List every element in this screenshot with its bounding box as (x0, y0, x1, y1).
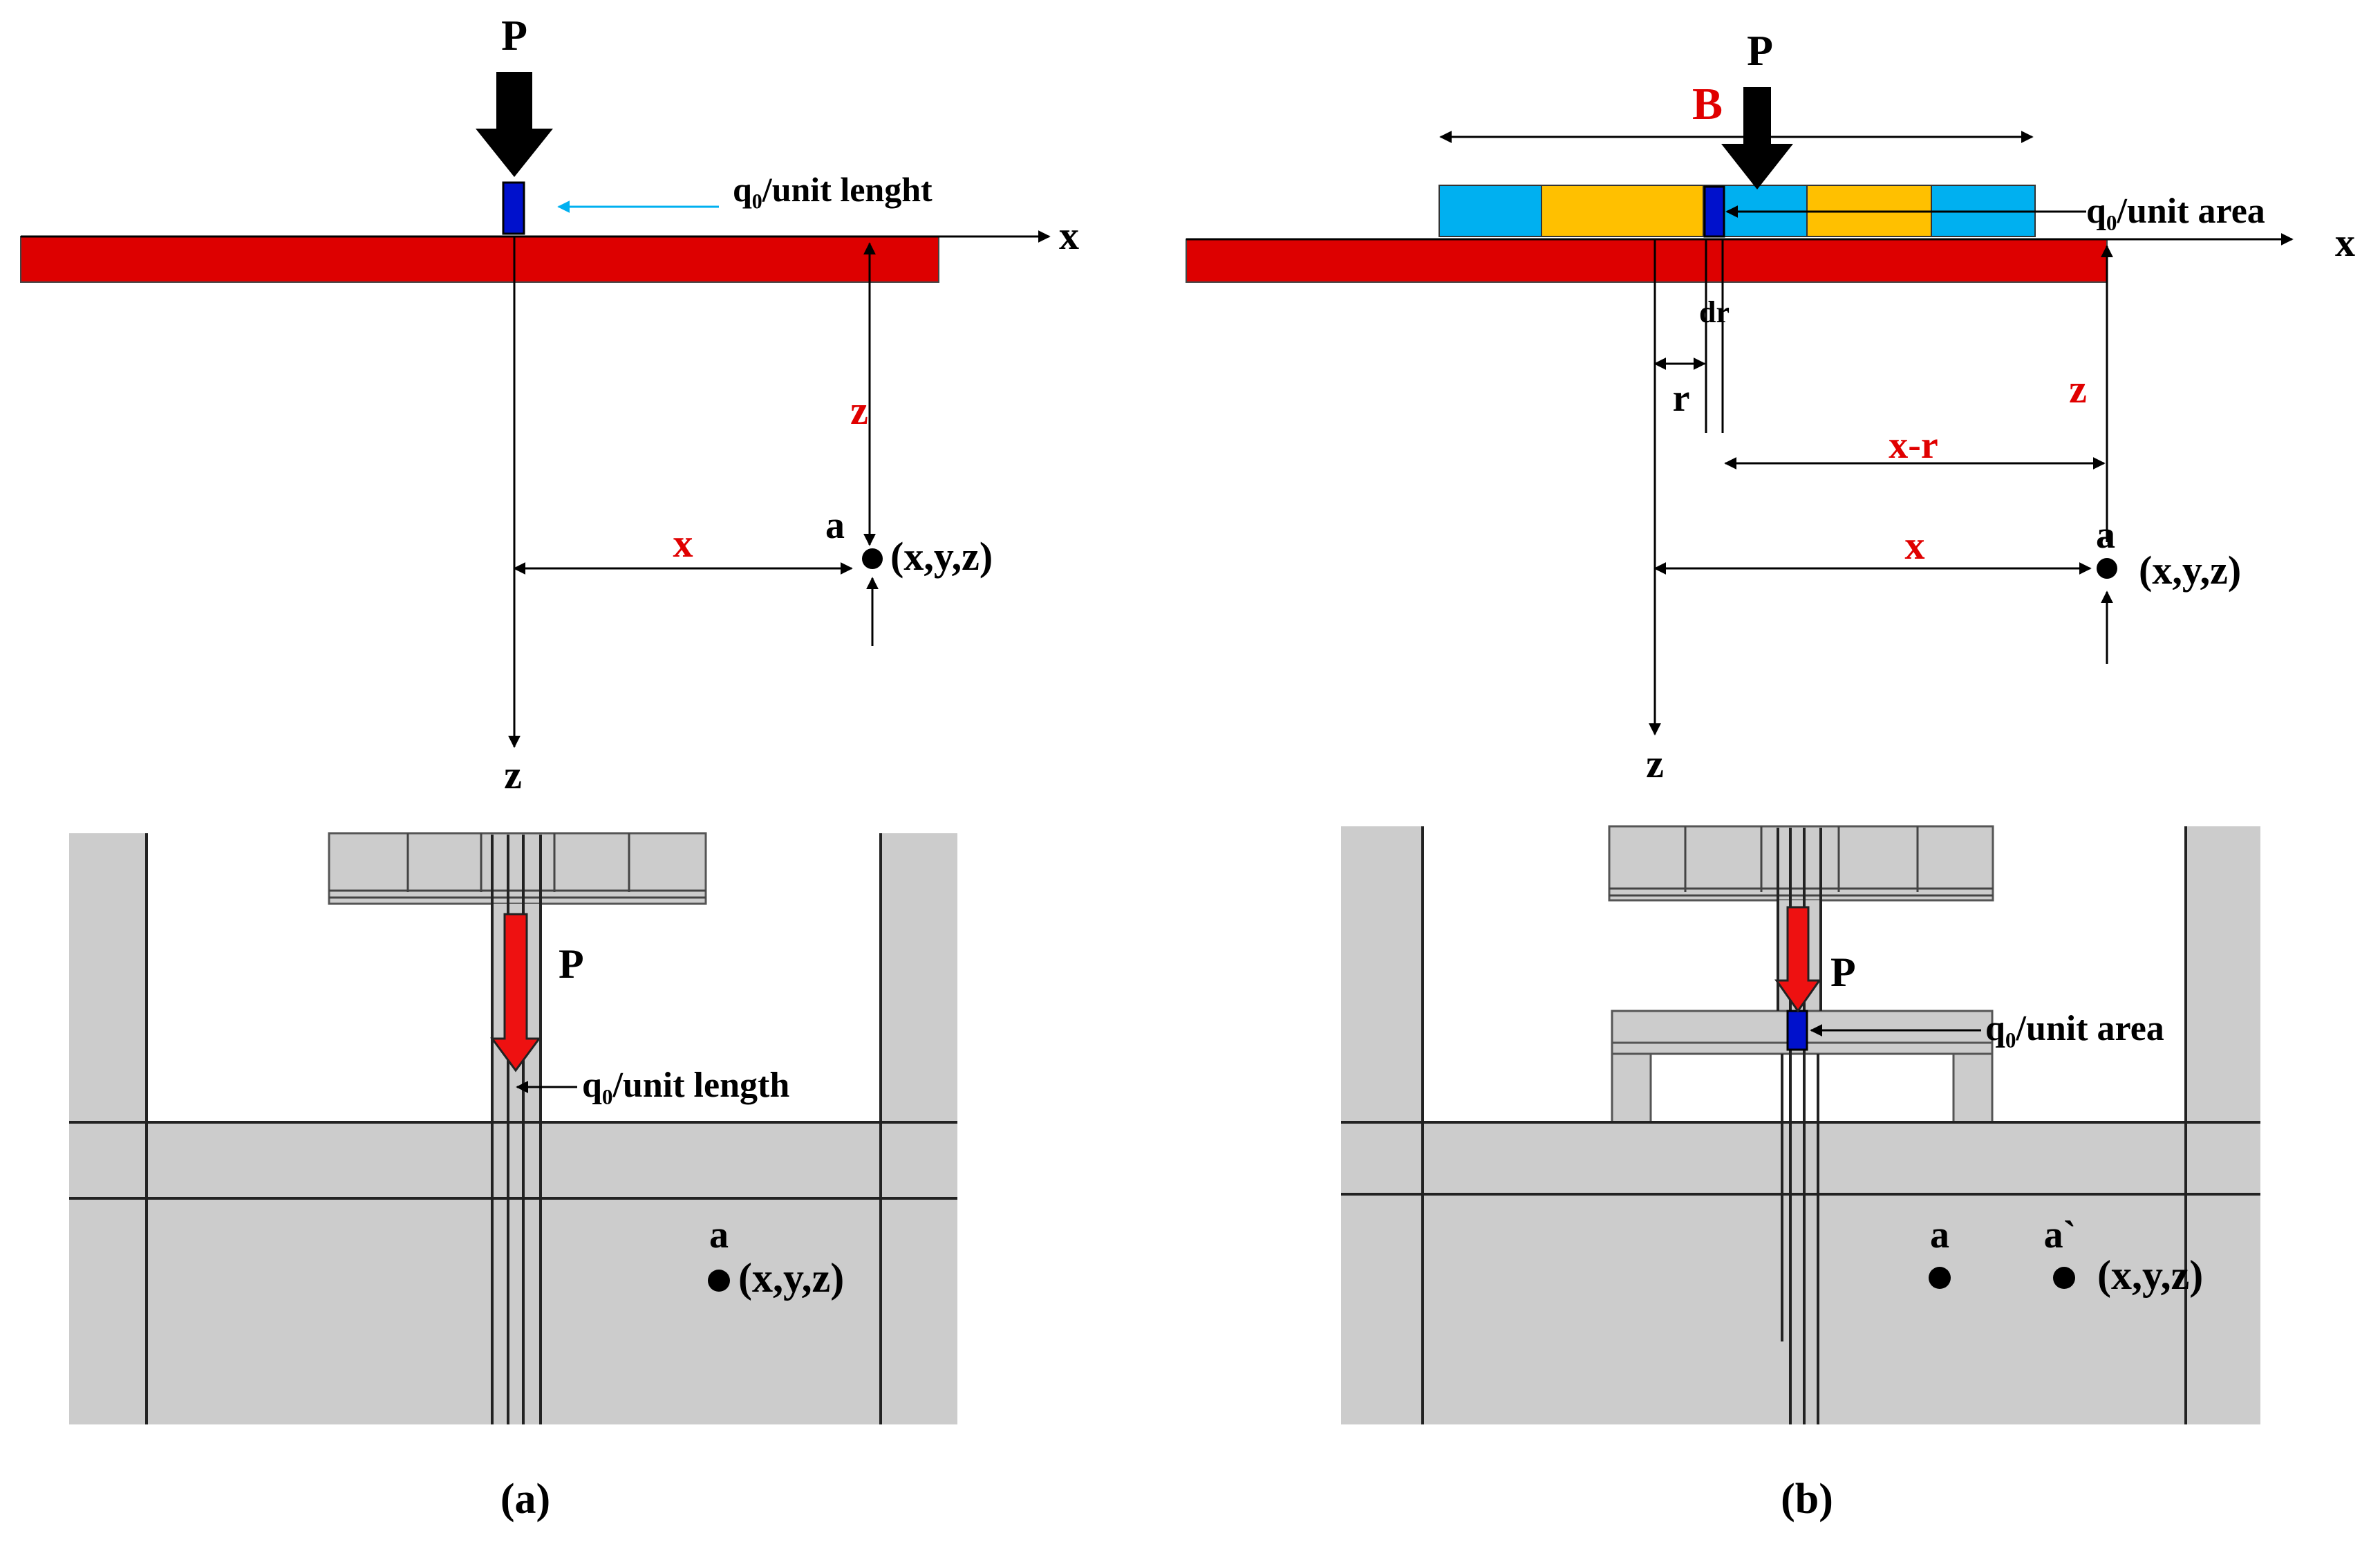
footing-leg-left (1611, 1052, 1652, 1124)
load-note: q₀/unit area (1985, 1009, 2164, 1048)
line-load-block (502, 181, 525, 235)
z-axis-label: z (504, 752, 522, 797)
point-coords: (x,y,z) (2097, 1252, 2203, 1298)
r-label: r (1673, 377, 1690, 420)
point-a-marker (1929, 1267, 1951, 1289)
point-a-coords: (x,y,z) (2139, 548, 2241, 593)
load-note: q₀/unit area (2086, 192, 2265, 231)
force-label: P (559, 941, 584, 987)
point-a-label: a (2096, 514, 2115, 557)
depth-label: z (850, 388, 868, 433)
mesh-lines (1341, 826, 2260, 1424)
x-axis-label: x (1059, 213, 1079, 258)
dr-label: dr (1699, 295, 1730, 329)
loading-plate (328, 832, 707, 905)
force-arrow (490, 913, 541, 1072)
depth-label: z (2069, 366, 2087, 411)
load-arrow (1721, 87, 1793, 189)
load-note: q₀/unit length (582, 1066, 789, 1105)
plate-mesh-lines (1609, 826, 1993, 897)
panel-b-top-diagram: P B x q₀/unit area z dr r x-r z x a (x,y… (1186, 28, 2355, 786)
footing-leg-right (1952, 1052, 1994, 1124)
load-label: P (501, 12, 527, 59)
x-minus-r-label: x-r (1889, 424, 1938, 467)
point-a-prime-marker (2053, 1267, 2075, 1289)
point-a-prime-label: a` (2044, 1214, 2077, 1256)
force-arrow (1774, 906, 1821, 1013)
plate-mesh-lines (329, 833, 706, 899)
footing-segment (1541, 185, 1704, 237)
point-a-coords: (x,y,z) (890, 534, 993, 579)
point-a-label: a (825, 504, 845, 547)
offset-label: x (673, 521, 693, 566)
point-a-marker (862, 548, 883, 569)
load-note: q₀/unit lenght (733, 170, 933, 209)
load-element (1703, 185, 1725, 238)
footing-segment (1439, 185, 1542, 237)
panel-b-fe-model: P q₀/unit area a a` (x,y,z) (1341, 825, 2260, 1424)
beam (20, 236, 939, 283)
force-label: P (1830, 949, 1856, 995)
panel-a-fe-model: P q₀/unit length a (x,y,z) (69, 832, 957, 1424)
point-a-label: a (1930, 1214, 1949, 1256)
caption-b: (b) (1781, 1476, 1833, 1523)
load-element (1786, 1010, 1808, 1051)
point-a-marker (2097, 558, 2117, 579)
offset-label: x (1905, 523, 1925, 568)
panel-a-top-diagram: P q₀/unit lenght x z z x a (x,y,z) (20, 12, 1079, 797)
beam (1186, 239, 2108, 283)
point-a-coords: (x,y,z) (738, 1255, 844, 1301)
point-a-label: a (709, 1214, 729, 1256)
caption-a: (a) (500, 1476, 550, 1523)
x-axis-label: x (2335, 220, 2355, 265)
width-label: B (1692, 79, 1723, 129)
load-arrow (476, 72, 553, 177)
point-a-marker (708, 1270, 730, 1292)
load-label: P (1747, 28, 1773, 75)
z-axis-label: z (1646, 741, 1664, 786)
